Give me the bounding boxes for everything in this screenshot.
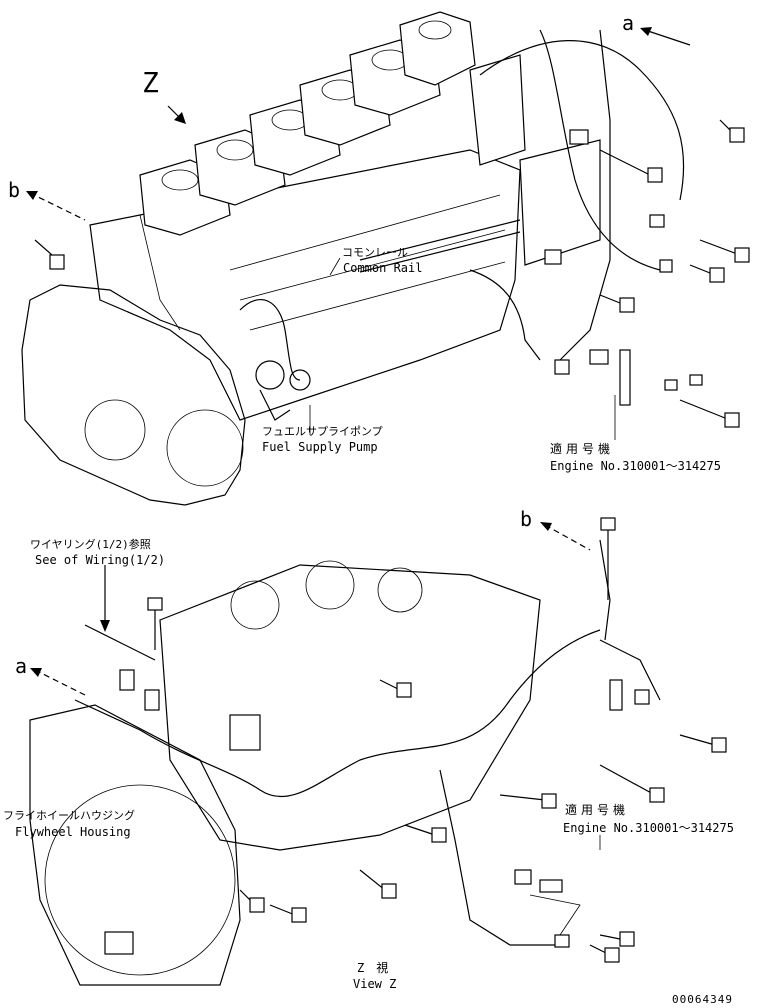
view-z-label-en: View Z — [353, 977, 396, 991]
harness-wire-top — [479, 40, 685, 201]
applicable-label-jp-top: 適用号機 — [550, 441, 614, 456]
head-covers — [139, 11, 476, 236]
wiring-ref-arrow — [100, 565, 110, 632]
ref-arrow-a-top — [640, 27, 691, 46]
ref-letter-b-left: b — [8, 178, 20, 202]
fuel-supply-pump — [255, 360, 311, 421]
common-rail-pipe — [359, 219, 521, 261]
ecu-bracket — [469, 54, 526, 166]
applicable-label-jp-bottom: 適用号機 — [565, 802, 629, 817]
engine-number-top: Engine No.310001～314275 — [550, 459, 721, 473]
ref-arrow-b-left — [26, 191, 86, 221]
connectors-top — [544, 129, 703, 406]
fuel-pump-label-en: Fuel Supply Pump — [262, 440, 378, 454]
flywheel-circle — [44, 784, 236, 976]
common-rail-label-en: Common Rail — [343, 261, 422, 275]
bottom-view-z — [29, 517, 727, 986]
view-z-label-jp: Z 視 — [357, 960, 388, 975]
ref-letter-a-top: a — [622, 11, 634, 35]
common-rail-label-jp: コモンレール — [342, 246, 408, 259]
harness-wire-side — [559, 29, 611, 361]
side-plate — [519, 139, 601, 266]
engine-block-bottom — [159, 564, 541, 851]
flywheel-label-jp: フライホイールハウジング — [3, 808, 135, 822]
wiring-ref-label-en: See of Wiring(1/2) — [35, 553, 165, 567]
bolts-top-right — [34, 119, 750, 428]
view-z-marker: Z — [142, 66, 159, 99]
gear-cover-circle — [166, 409, 244, 487]
bolts-bottom — [147, 517, 727, 963]
flywheel-label-en: Flywheel Housing — [15, 825, 131, 839]
connectors-bottom — [104, 669, 650, 955]
ref-arrow-a-bottom — [30, 668, 86, 696]
wiring-ref-label-jp: ワイヤリング(1/2)参照 — [30, 537, 151, 551]
front-gear-housing — [21, 284, 246, 506]
harness-wire-bottom — [74, 629, 601, 798]
z-view-arrow — [167, 105, 186, 124]
flywheel-housing — [29, 704, 241, 986]
top-engine-view — [21, 11, 750, 506]
ref-arrow-b-bottom — [540, 522, 591, 551]
fuel-pump-label-jp: フュエルサプライポンプ — [262, 425, 383, 438]
drawing-number: 00064349 — [672, 993, 733, 1006]
ref-letter-a-bottom: a — [15, 654, 27, 678]
engine-block — [89, 149, 521, 421]
ref-letter-b-bottom: b — [520, 507, 532, 531]
engine-number-bottom: Engine No.310001～314275 — [563, 821, 734, 835]
gear-cover-circle-2 — [84, 399, 146, 461]
